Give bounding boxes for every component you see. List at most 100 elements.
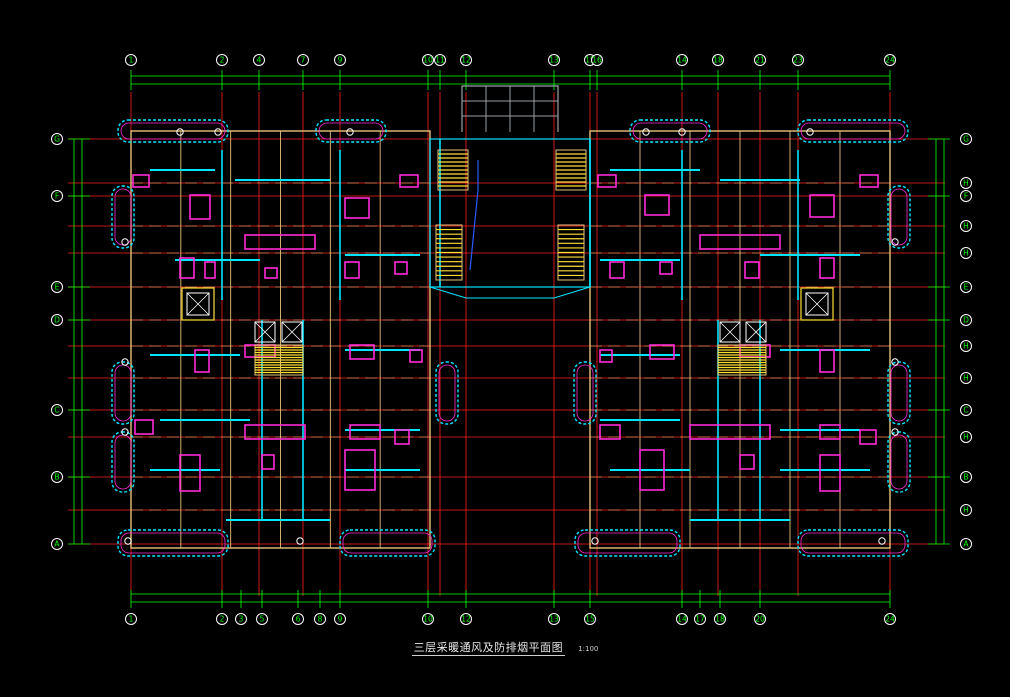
right-axis-bubble: H	[960, 177, 972, 189]
fixture-block	[609, 261, 625, 279]
column-bubble-icon	[292, 613, 304, 625]
axis-label: 10	[423, 615, 433, 624]
axis-label: D	[963, 316, 969, 325]
column-bubble-icon	[591, 54, 603, 66]
bottom-axis-bubble: 20	[754, 613, 766, 625]
balcony-outline	[339, 529, 436, 557]
top-axis-bubble: 16	[591, 54, 603, 66]
central-hall	[429, 138, 591, 288]
radiator-icon	[176, 128, 184, 136]
axis-label: 18	[713, 56, 723, 65]
axis-label: E	[964, 283, 969, 292]
column-bubble-icon	[754, 54, 766, 66]
top-axis-bubble: 4	[253, 54, 265, 66]
bottom-axis-bubble: 8	[314, 613, 326, 625]
axis-label: 6	[296, 615, 301, 624]
column-bubble-icon	[960, 220, 972, 232]
column-bubble-icon	[714, 613, 726, 625]
fixture-block	[349, 344, 375, 360]
balcony-outline	[111, 431, 135, 493]
elevator-icon	[805, 292, 829, 316]
top-axis-bubble: 23	[792, 54, 804, 66]
right-axis-bubble: H	[960, 504, 972, 516]
column-bubble-icon	[960, 471, 972, 483]
axis-label: 14	[677, 615, 687, 624]
fixture-block	[859, 429, 877, 445]
axis-label: 2	[220, 615, 225, 624]
top-axis-bubble: 24	[884, 54, 896, 66]
balcony-outline	[435, 361, 459, 425]
fixture-block	[739, 454, 755, 470]
fixture-block	[134, 419, 154, 435]
axis-label: A	[54, 540, 60, 549]
balcony-outline	[573, 361, 597, 425]
balcony-inner	[120, 532, 226, 554]
axis-label: 18	[715, 615, 725, 624]
right-axis-bubble: E	[960, 281, 972, 293]
axis-label: 12	[461, 56, 471, 65]
bottom-axis-bubble: 17	[694, 613, 706, 625]
fixture-block	[649, 344, 675, 360]
top-axis-bubble: 2	[216, 54, 228, 66]
balcony-outline	[315, 119, 387, 143]
balcony-inner	[632, 122, 708, 140]
column-bubble-icon	[51, 190, 63, 202]
bottom-axis-bubble: 13	[548, 613, 560, 625]
right-axis-bubble: F	[960, 190, 972, 202]
column-bubble-icon	[960, 177, 972, 189]
fixture-block	[819, 349, 835, 373]
fixture-block	[344, 261, 360, 279]
column-bubble-icon	[460, 54, 472, 66]
axis-label: E	[55, 283, 60, 292]
left-axis-bubble: G	[51, 133, 63, 145]
column-bubble-icon	[960, 538, 972, 550]
elevator-icon	[805, 292, 829, 316]
column-bubble-icon	[884, 613, 896, 625]
axis-label: C	[963, 406, 968, 415]
axis-label: 9	[338, 56, 343, 65]
column-bubble-icon	[434, 54, 446, 66]
column-bubble-icon	[960, 372, 972, 384]
axis-label: 17	[695, 615, 705, 624]
balcony-outline	[111, 361, 135, 425]
balcony-outline	[629, 119, 711, 143]
left-axis-bubble: B	[51, 471, 63, 483]
axis-label: G	[963, 135, 969, 144]
dimension-lines	[68, 70, 950, 608]
column-bubble-icon	[960, 281, 972, 293]
corridor-line	[429, 286, 591, 299]
balcony-inner	[114, 434, 132, 490]
axis-label: 12	[461, 615, 471, 624]
column-bubble-icon	[960, 404, 972, 416]
column-bubble-icon	[216, 613, 228, 625]
axis-label: 4	[257, 56, 262, 65]
radiator-icon	[214, 128, 222, 136]
balcony-inner	[800, 122, 906, 140]
right-axis-bubble: D	[960, 314, 972, 326]
balcony-outline	[574, 529, 681, 557]
column-bubble-icon	[253, 54, 265, 66]
radiator-icon	[878, 537, 886, 545]
fixture-block	[689, 424, 771, 440]
balcony-inner	[342, 532, 433, 554]
elevator-icon	[254, 321, 276, 343]
column-bubble-icon	[960, 247, 972, 259]
axis-grid	[68, 92, 945, 596]
elevator-icon	[281, 321, 303, 343]
balcony-inner	[800, 532, 906, 554]
column-bubble-icon	[125, 613, 137, 625]
balcony-outline	[117, 529, 229, 557]
bottom-axis-bubble: 1	[125, 613, 137, 625]
top-axis-bubble: 13	[548, 54, 560, 66]
column-bubble-icon	[422, 54, 434, 66]
balcony-outline	[887, 185, 911, 249]
balcony-inner	[120, 122, 226, 140]
fixture-block	[344, 197, 370, 219]
left-axis-bubble: F	[51, 190, 63, 202]
radiator-icon	[346, 128, 354, 136]
right-axis-bubble: H	[960, 220, 972, 232]
axis-label: 23	[793, 56, 803, 65]
stair-elevator-cores	[181, 149, 834, 376]
axis-label: H	[963, 222, 969, 231]
